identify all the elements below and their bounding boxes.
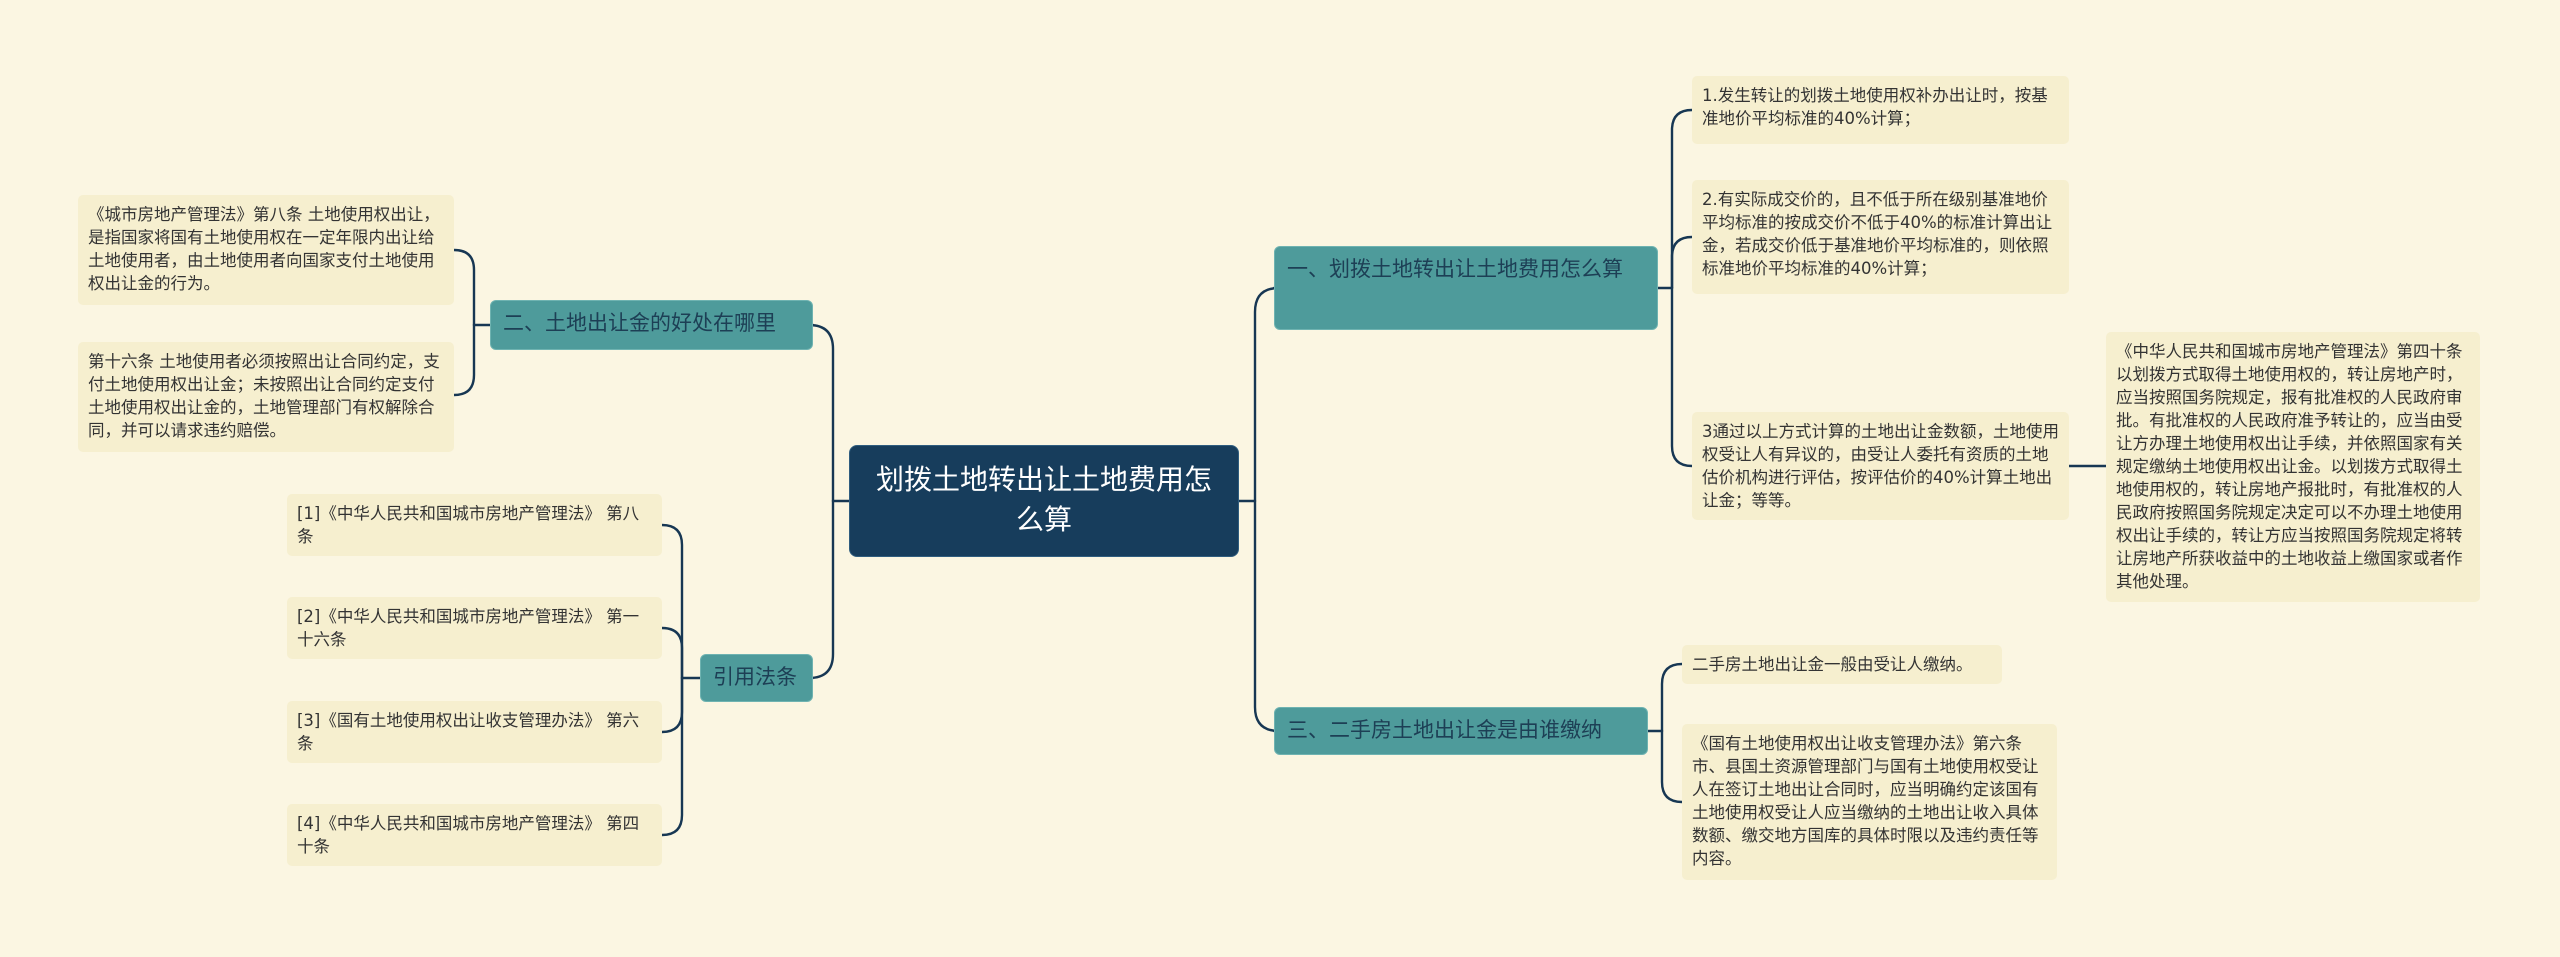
link-b2-item2 [452, 323, 476, 397]
branch-topic-label: 三、二手房土地出让金是由谁缴纳 [1287, 718, 1602, 742]
leaf-citation-2[interactable]: [2]《中华人民共和国城市房地产管理法》 第一十六条 [287, 597, 662, 659]
branch-topic-second-hand-payer[interactable]: 三、二手房土地出让金是由谁缴纳 [1274, 707, 1648, 755]
branch-topic-cited-laws[interactable]: 引用法条 [700, 654, 813, 702]
leaf-text: 第十六条 土地使用者必须按照出让合同约定，支付土地使用权出让金；未按照出让合同约… [88, 352, 440, 440]
leaf-text: 二手房土地出让金一般由受让人缴纳。 [1692, 655, 1973, 674]
branch-topic-label: 引用法条 [713, 665, 797, 689]
branch-topic-label: 一、划拨土地转出让土地费用怎么算 [1287, 257, 1623, 281]
leaf-text: [2]《中华人民共和国城市房地产管理法》 第一十六条 [297, 607, 640, 649]
leaf-fee-rule-1[interactable]: 1.发生转让的划拨土地使用权补办出让时，按基准地价平均标准的40%计算； [1692, 76, 2069, 144]
leaf-text: 2.有实际成交价的，且不低于所在级别基准地价平均标准的按成交价不低于40%的标准… [1702, 190, 2053, 278]
link-trunk-b3 [1253, 499, 1280, 733]
leaf-text: 1.发生转让的划拨土地使用权补办出让时，按基准地价平均标准的40%计算； [1702, 86, 2048, 128]
link-trunk-b2 [808, 323, 835, 503]
link-b4-item4 [660, 676, 684, 837]
branch-topic-fee-calculation[interactable]: 一、划拨土地转出让土地费用怎么算 [1274, 246, 1658, 330]
leaf-text: [4]《中华人民共和国城市房地产管理法》 第四十条 [297, 814, 640, 856]
link-b1-item2 [1670, 235, 1694, 290]
root-topic-label: 划拨土地转出让土地费用怎么算 [875, 463, 1212, 536]
link-b1-item3 [1670, 286, 1694, 468]
leaf-fee-rule-3[interactable]: 3通过以上方式计算的土地出让金数额，土地使用权受让人有异议的，由受让人委托有资质… [1692, 412, 2069, 520]
leaf-payer-answer[interactable]: 二手房土地出让金一般由受让人缴纳。 [1682, 645, 2002, 684]
link-b3-item1 [1660, 662, 1684, 733]
branch-topic-benefits[interactable]: 二、土地出让金的好处在哪里 [490, 300, 813, 350]
link-b3-item2 [1660, 729, 1684, 804]
leaf-law-article-40[interactable]: 《中华人民共和国城市房地产管理法》第四十条以划拨方式取得土地使用权的，转让房地产… [2106, 332, 2480, 602]
leaf-article-8[interactable]: 《城市房地产管理法》第八条 土地使用权出让，是指国家将国有土地使用权在一定年限内… [78, 195, 454, 305]
leaf-citation-1[interactable]: [1]《中华人民共和国城市房地产管理法》 第八条 [287, 494, 662, 556]
leaf-text: [1]《中华人民共和国城市房地产管理法》 第八条 [297, 504, 640, 546]
leaf-text: [3]《国有土地使用权出让收支管理办法》 第六条 [297, 711, 640, 753]
link-b4-item2 [660, 626, 684, 680]
root-topic[interactable]: 划拨土地转出让土地费用怎么算 [849, 445, 1239, 557]
link-b4-item1 [660, 523, 684, 680]
leaf-citation-3[interactable]: [3]《国有土地使用权出让收支管理办法》 第六条 [287, 701, 662, 763]
link-b2-item1 [452, 248, 476, 327]
leaf-land-revenue-article-6[interactable]: 《国有土地使用权出让收支管理办法》第六条市、县国土资源管理部门与国有土地使用权受… [1682, 724, 2057, 880]
leaf-text: 《中华人民共和国城市房地产管理法》第四十条以划拨方式取得土地使用权的，转让房地产… [2116, 342, 2463, 591]
link-b4-item3 [660, 676, 684, 734]
leaf-citation-4[interactable]: [4]《中华人民共和国城市房地产管理法》 第四十条 [287, 804, 662, 866]
link-trunk-b4 [808, 499, 835, 680]
branch-topic-label: 二、土地出让金的好处在哪里 [503, 311, 776, 335]
leaf-fee-rule-2[interactable]: 2.有实际成交价的，且不低于所在级别基准地价平均标准的按成交价不低于40%的标准… [1692, 180, 2069, 294]
leaf-text: 《城市房地产管理法》第八条 土地使用权出让，是指国家将国有土地使用权在一定年限内… [88, 205, 440, 293]
link-b1-item1 [1670, 108, 1694, 290]
leaf-text: 《国有土地使用权出让收支管理办法》第六条市、县国土资源管理部门与国有土地使用权受… [1692, 734, 2039, 868]
leaf-article-16[interactable]: 第十六条 土地使用者必须按照出让合同约定，支付土地使用权出让金；未按照出让合同约… [78, 342, 454, 452]
leaf-text: 3通过以上方式计算的土地出让金数额，土地使用权受让人有异议的，由受让人委托有资质… [1702, 422, 2059, 510]
